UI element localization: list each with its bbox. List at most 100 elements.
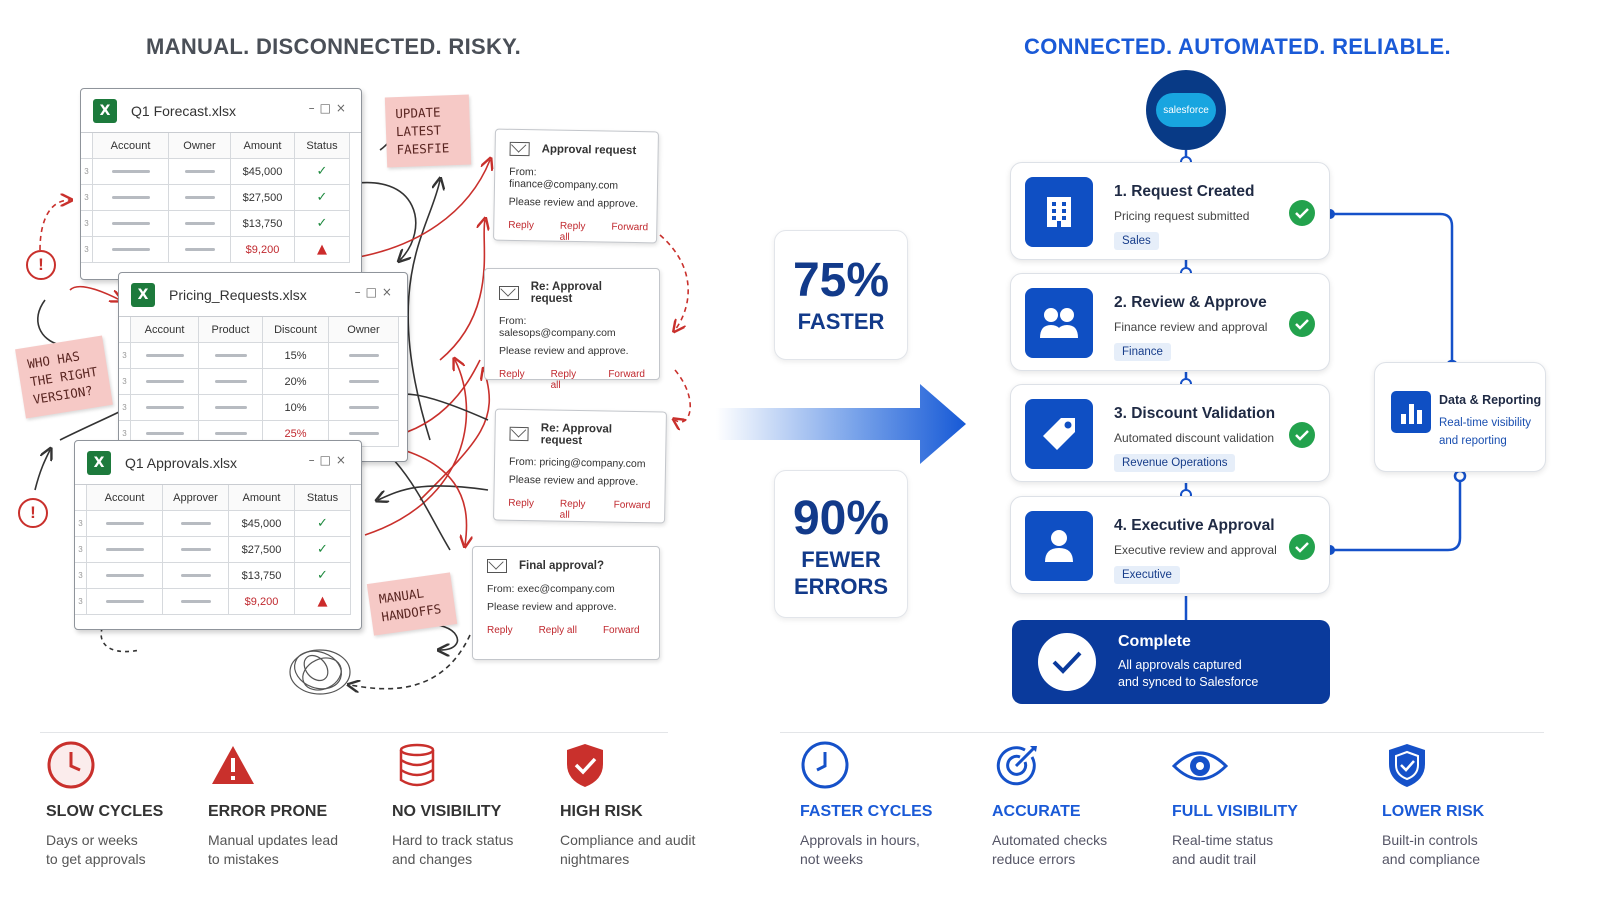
amount-cell: $27,500 bbox=[231, 185, 295, 211]
salesforce-logo: salesforce bbox=[1146, 70, 1226, 150]
email-card[interactable]: Final approval? From: exec@company.com P… bbox=[472, 546, 660, 660]
stat-label: FEWER bbox=[801, 547, 881, 572]
reply-all-link[interactable]: Reply all bbox=[559, 498, 586, 521]
feature-line: Compliance and audit bbox=[560, 832, 696, 848]
column-header: Discount bbox=[263, 317, 329, 343]
email-subject: Re: Approval request bbox=[530, 281, 602, 305]
email-card[interactable]: Approval request From: finance@company.c… bbox=[493, 128, 659, 244]
sheet-name: Q1 Approvals.xlsx bbox=[125, 454, 238, 471]
feature-line: to mistakes bbox=[208, 851, 279, 867]
amount-cell: $27,500 bbox=[229, 537, 295, 563]
feature-title: NO VISIBILITY bbox=[392, 803, 502, 820]
email-subject: Final approval? bbox=[519, 560, 604, 572]
reporting-line: and reporting bbox=[1439, 435, 1507, 447]
feature-title: LOWER RISK bbox=[1382, 803, 1485, 820]
excel-icon: X bbox=[131, 282, 155, 307]
stat-label: ERRORS bbox=[793, 574, 889, 599]
envelope-icon bbox=[499, 286, 519, 300]
feature-title: ACCURATE bbox=[992, 803, 1081, 820]
feature-title: SLOW CYCLES bbox=[46, 803, 164, 820]
workflow-step-discount-validation[interactable]: 3. Discount Validation Automated discoun… bbox=[1010, 384, 1330, 482]
feature-line: Automated checks bbox=[992, 832, 1108, 848]
email-body: Please review and approve. bbox=[487, 601, 617, 613]
forward-link[interactable]: Forward bbox=[613, 499, 651, 512]
complete-line: and synced to Salesforce bbox=[1118, 675, 1259, 689]
reply-link[interactable]: Reply bbox=[508, 497, 535, 510]
feature-line: Hard to track status bbox=[392, 832, 514, 848]
check-icon: ✓ bbox=[295, 211, 350, 237]
check-icon: ✓ bbox=[295, 185, 350, 211]
feature-line: Built-in controls bbox=[1382, 832, 1478, 848]
email-from: From: pricing@company.com bbox=[508, 455, 646, 471]
left-title: MANUAL. DISCONNECTED. RISKY. bbox=[146, 34, 522, 59]
sticky-note: UPDATE LATEST FAESFIE bbox=[384, 94, 472, 168]
workflow-complete-card[interactable]: Complete All approvals captured and sync… bbox=[1012, 620, 1330, 704]
clock-icon bbox=[47, 741, 95, 789]
feature-high-risk: HIGH RISK Compliance and audit nightmares bbox=[560, 740, 740, 869]
step-title: 2. Review & Approve bbox=[1114, 294, 1267, 311]
envelope-icon bbox=[487, 559, 507, 573]
alert-icon: ! bbox=[18, 498, 48, 528]
column-header: Product bbox=[199, 317, 263, 343]
step-description: Pricing request submitted bbox=[1114, 209, 1250, 223]
window-controls-icon[interactable]: –□× bbox=[308, 453, 351, 467]
workflow-step-request-created[interactable]: 1. Request Created Pricing request submi… bbox=[1010, 162, 1330, 260]
column-header: Amount bbox=[229, 485, 295, 511]
reply-link[interactable]: Reply bbox=[499, 369, 525, 380]
forward-link[interactable]: Forward bbox=[611, 221, 649, 234]
reply-all-link[interactable]: Reply all bbox=[550, 369, 577, 391]
salesforce-cloud-icon: salesforce bbox=[1156, 93, 1216, 127]
forward-link[interactable]: Forward bbox=[608, 369, 645, 380]
user-icon bbox=[1025, 511, 1093, 581]
feature-title: HIGH RISK bbox=[560, 803, 643, 820]
step-owner-tag: Executive bbox=[1114, 566, 1180, 584]
warning-icon bbox=[212, 746, 254, 784]
check-icon: ✓ bbox=[295, 537, 351, 563]
spreadsheet-q1-forecast[interactable]: X Q1 Forecast.xlsx –□× Account Owner Amo… bbox=[80, 88, 362, 280]
window-controls-icon[interactable]: –□× bbox=[308, 101, 351, 115]
discount-cell: 20% bbox=[263, 369, 329, 395]
stat-card-faster: 75% FASTER bbox=[774, 230, 908, 360]
reply-all-link[interactable]: Reply all bbox=[559, 220, 586, 243]
email-body: Please review and approve. bbox=[508, 195, 639, 211]
column-header: Status bbox=[295, 485, 351, 511]
feature-line: and audit trail bbox=[1172, 851, 1257, 867]
email-card[interactable]: Re: Approval request From: salesops@comp… bbox=[484, 268, 660, 391]
workflow-step-executive-approval[interactable]: 4. Executive Approval Executive review a… bbox=[1010, 496, 1330, 594]
reply-link[interactable]: Reply bbox=[508, 219, 534, 232]
reply-link[interactable]: Reply bbox=[487, 625, 513, 636]
column-header: Owner bbox=[169, 133, 231, 159]
sheet-name: Pricing_Requests.xlsx bbox=[169, 286, 307, 303]
spreadsheet-q1-approvals[interactable]: X Q1 Approvals.xlsx –□× Account Approver… bbox=[74, 440, 362, 630]
workflow-step-review-approve[interactable]: 2. Review & Approve Finance review and a… bbox=[1010, 273, 1330, 371]
feature-line: nightmares bbox=[560, 851, 630, 867]
step-description: Finance review and approval bbox=[1114, 320, 1268, 334]
reply-all-link[interactable]: Reply all bbox=[538, 625, 577, 636]
feature-title: FULL VISIBILITY bbox=[1172, 803, 1298, 820]
email-card[interactable]: Re: Approval request From: pricing@compa… bbox=[493, 408, 667, 524]
feature-line: and compliance bbox=[1382, 851, 1481, 867]
amount-cell: $13,750 bbox=[231, 211, 295, 237]
check-icon bbox=[1289, 422, 1315, 448]
forward-link[interactable]: Forward bbox=[602, 625, 640, 636]
stat-value: 75% bbox=[792, 254, 890, 307]
spreadsheet-pricing-requests[interactable]: X Pricing_Requests.xlsx –□× Account Prod… bbox=[118, 272, 408, 462]
amount-cell: $45,000 bbox=[231, 159, 295, 185]
amount-cell: $13,750 bbox=[229, 563, 295, 589]
right-title: CONNECTED. AUTOMATED. RELIABLE. bbox=[1024, 34, 1451, 59]
bar-chart-icon bbox=[1391, 391, 1431, 433]
email-from: From: exec@company.com bbox=[487, 583, 615, 595]
discount-cell: 15% bbox=[263, 343, 329, 369]
check-icon bbox=[1289, 534, 1315, 560]
window-controls-icon[interactable]: –□× bbox=[354, 285, 397, 299]
feature-line: Days or weeks bbox=[46, 832, 138, 848]
check-circle-icon bbox=[1038, 633, 1096, 691]
data-reporting-card[interactable]: Data & Reporting Real-time visibility an… bbox=[1374, 362, 1546, 472]
column-header: Account bbox=[93, 133, 169, 159]
divider bbox=[780, 732, 1544, 733]
check-icon: ✓ bbox=[295, 159, 350, 185]
